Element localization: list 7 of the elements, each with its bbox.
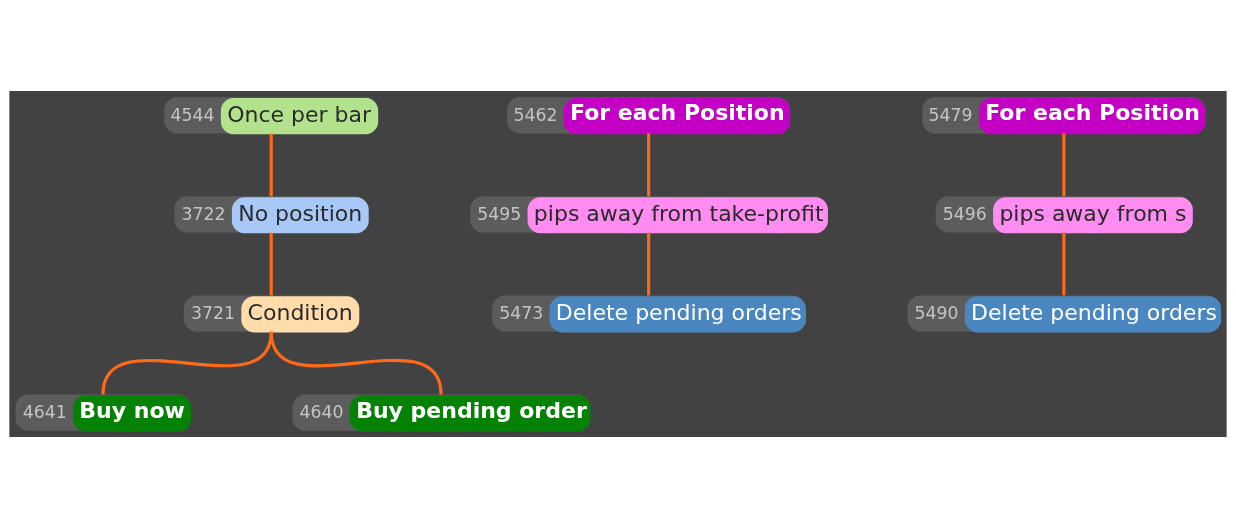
- connector: [1062, 132, 1066, 196]
- connector: [1062, 232, 1066, 295]
- connector: [647, 132, 651, 196]
- connector: [269, 132, 273, 196]
- connector: [269, 330, 443, 395]
- connector: [269, 232, 273, 295]
- connector: [647, 232, 651, 295]
